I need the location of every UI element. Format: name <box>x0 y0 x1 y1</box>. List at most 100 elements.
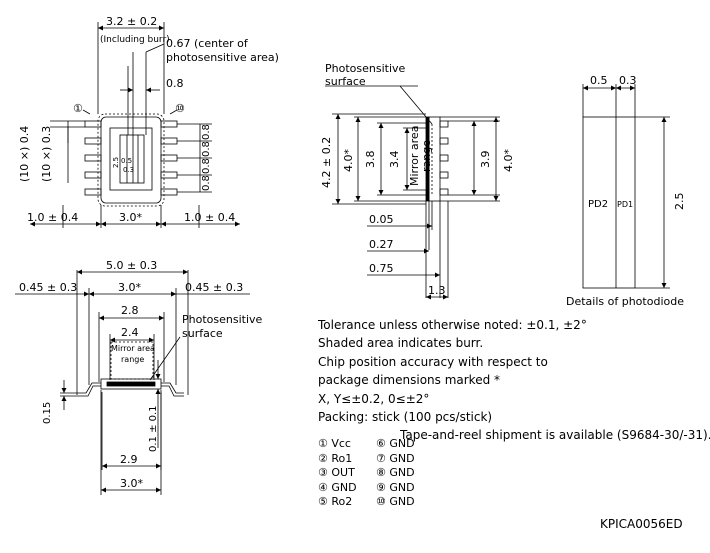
sv-photo-2: surface <box>182 327 223 340</box>
top-view-left-dim-inner: (10 ×) 0.3 <box>40 126 53 182</box>
rv-mirror-1: Mirror area <box>408 126 421 186</box>
note-line: Shaded area indicates burr. <box>318 336 484 351</box>
top-view-pin <box>160 154 178 162</box>
pd1-label: PD1 <box>617 200 633 209</box>
top-view-pin <box>84 188 102 196</box>
sv-left: 0.45 ± 0.3 <box>19 281 77 294</box>
sv-dim-2-8: 2.8 <box>121 304 139 317</box>
top-view-right-dim: 0.8 <box>201 124 212 140</box>
top-view-right-dim: 0.8 <box>201 175 212 191</box>
side-view-right <box>325 85 500 300</box>
pin1-marker: ① <box>73 102 83 115</box>
top-view-burr-outline <box>97 113 165 207</box>
sv-photo-1: Photosensitive <box>182 313 263 326</box>
pin10-marker: ⑩ <box>175 102 185 115</box>
rv-dim-0-75: 0.75 <box>369 262 394 275</box>
top-view-inner-0-3: 0.3 <box>123 166 134 174</box>
pin-label: ③ OUT <box>318 466 355 479</box>
side-view-bottom <box>15 269 250 495</box>
top-view-pin <box>160 188 178 196</box>
top-view-pin <box>160 171 178 179</box>
top-view-inner-2-5: 2.5 <box>112 157 120 168</box>
document-id: KPICA0056ED <box>600 517 683 531</box>
pin-label: ⑦ GND <box>376 451 415 465</box>
note-line: Tolerance unless otherwise noted: ±0.1, … <box>318 318 587 332</box>
pd-dim-0-3: 0.3 <box>619 74 637 87</box>
side-view-right-labels: Photosensitive surface 4.2 ± 0.2 4.0* 3.… <box>320 62 515 297</box>
pin-label: ② Ro1 <box>318 451 353 465</box>
top-view-chip <box>119 134 145 184</box>
rv-dim-3-4: 3.4 <box>388 151 401 169</box>
rv-dim-4-0: 4.0* <box>342 149 355 172</box>
rv-dim-1-3: 1.3 <box>428 284 446 297</box>
pd-dim-2-5: 2.5 <box>673 193 686 211</box>
pin-label: ⑤ Ro2 <box>318 495 353 508</box>
top-view-pin <box>84 120 102 128</box>
photodiode-labels: 0.5 0.3 PD2 PD1 2.5 <box>588 74 686 210</box>
note-line: package dimensions marked * <box>318 373 501 388</box>
pin-label: ⑨ GND <box>376 480 415 494</box>
sv-dim-2-9: 2.9 <box>120 453 138 466</box>
top-view-right-dim: 0.8 <box>201 158 212 174</box>
top-view-center-note-2: photosensitive area) <box>166 51 279 64</box>
note-line: Chip position accuracy with respect to <box>318 354 548 369</box>
rv-dim-0-27: 0.27 <box>369 238 394 251</box>
note-line: Packing: stick (100 pcs/stick) <box>318 410 493 425</box>
top-view-width-dim: 3.2 ± 0.2 <box>106 15 157 28</box>
sv-mid: 3.0* <box>118 281 141 294</box>
photodiode-outline <box>582 116 636 289</box>
top-view <box>30 22 240 228</box>
rv-dim-4-2: 4.2 ± 0.2 <box>320 137 333 188</box>
pin-row: ① Vcc ⑥ GND <box>318 437 415 452</box>
top-view-pin <box>84 137 102 145</box>
top-view-left-dim-outer: (10 ×) 0.4 <box>18 126 31 182</box>
rv-mirror-2: range <box>420 140 433 172</box>
pd-dim-0-5: 0.5 <box>590 74 608 87</box>
top-view-burr-note: (Including burr) <box>100 35 170 45</box>
sv-dim-3-0: 3.0* <box>120 477 143 490</box>
top-view-pin <box>160 120 178 128</box>
pin-row: ④ GND ⑨ GND <box>318 481 415 496</box>
note-line: X, Y≤±0.2, 0≤±2° <box>318 391 430 406</box>
rv-dim-0-05: 0.05 <box>369 213 394 226</box>
photodiode-detail <box>582 84 670 289</box>
sv-right: 0.45 ± 0.3 <box>185 281 243 294</box>
rv-dim-4-0-right: 4.0* <box>502 149 515 172</box>
sv-mirror-1: Mirror area <box>111 344 155 353</box>
pin-label: ① Vcc <box>318 437 351 450</box>
pin-label: ⑩ GND <box>376 495 415 508</box>
note-line: Tape-and-reel shipment is available (S96… <box>400 428 710 443</box>
pin-row: ⑤ Ro2 ⑩ GND <box>318 495 415 510</box>
rv-dim-3-8: 3.8 <box>364 151 377 169</box>
top-view-dim-0-8: 0.8 <box>166 77 184 90</box>
top-view-center-note-1: 0.67 (center of <box>166 37 249 50</box>
top-view-pin <box>84 171 102 179</box>
sv-dim-0-15: 0.15 <box>42 402 53 424</box>
rv-dim-3-9: 3.9 <box>479 151 492 169</box>
top-view-pin <box>160 137 178 145</box>
top-view-labels: 3.2 ± 0.2 (Including burr) 0.67 (center … <box>18 15 279 224</box>
pin-label: ⑧ GND <box>376 466 415 479</box>
top-view-bottom-mid: 3.0* <box>119 211 142 224</box>
pin-row: ③ OUT ⑧ GND <box>318 466 415 481</box>
top-view-pin <box>84 154 102 162</box>
sv-overall: 5.0 ± 0.3 <box>106 259 157 272</box>
pin-assignment: ① Vcc ⑥ GND ② Ro1 ⑦ GND ③ OUT ⑧ GND ④ GND ⑨ … <box>318 437 415 510</box>
top-view-bottom-left: 1.0 ± 0.4 <box>27 211 78 224</box>
photodiode-caption: Details of photodiode <box>566 295 684 308</box>
sv-dim-0-1: 0.1 ± 0.1 <box>148 405 159 452</box>
top-view-inner-0-5: 0.5 <box>121 157 132 165</box>
rv-photo-2: surface <box>325 75 366 88</box>
pin-label: ④ GND <box>318 480 357 494</box>
side-view-bottom-labels: 5.0 ± 0.3 0.45 ± 0.3 3.0* 0.45 ± 0.3 2.8… <box>19 259 263 490</box>
pd2-label: PD2 <box>588 199 608 210</box>
sv-dim-2-4: 2.4 <box>121 326 139 339</box>
rv-photo-1: Photosensitive <box>325 62 406 75</box>
tolerance-notes: Tolerance unless otherwise noted: ±0.1, … <box>318 316 710 445</box>
top-view-bottom-right: 1.0 ± 0.4 <box>184 211 235 224</box>
pin-row: ② Ro1 ⑦ GND <box>318 452 415 467</box>
pin-label: ⑥ GND <box>376 437 415 450</box>
top-view-window <box>109 127 153 191</box>
top-view-right-dim: 0.8 <box>201 141 212 157</box>
